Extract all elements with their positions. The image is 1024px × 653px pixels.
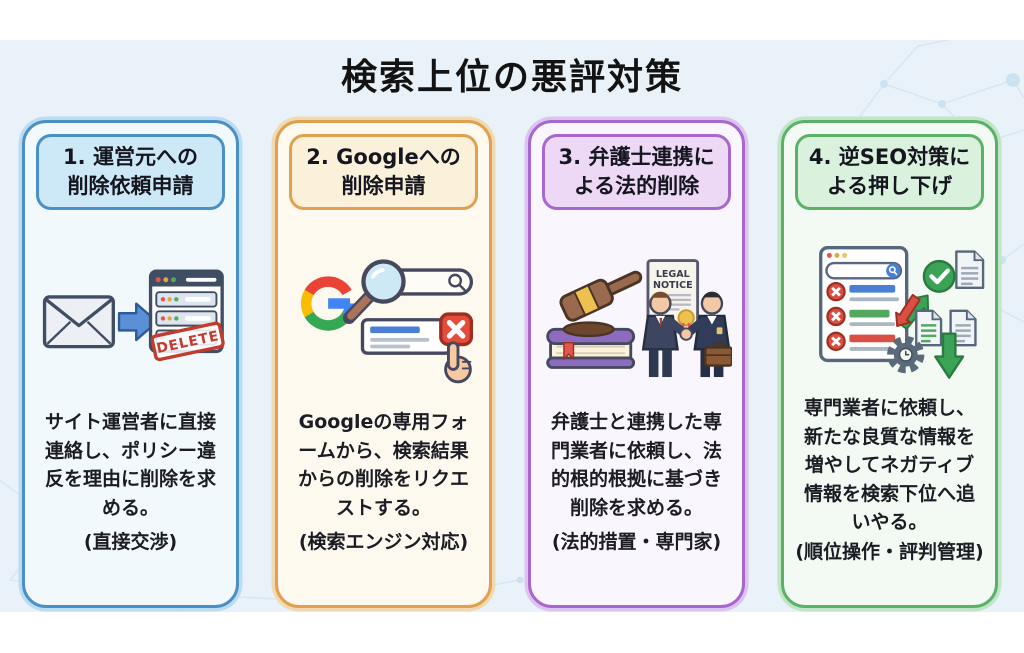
document-green-icon xyxy=(915,309,943,347)
magnifier-icon xyxy=(342,259,406,325)
card-google-removal-request: 2. Googleへの 削除申請 xyxy=(275,120,492,608)
google-search-removal-illustration xyxy=(300,259,474,384)
card-heading-line1: 2. Googleへの xyxy=(306,145,461,170)
card-icon: LEGAL NOTICE xyxy=(541,242,732,394)
card-note: (順位操作・評判管理) xyxy=(795,540,984,563)
red-down-arrow-icon xyxy=(895,293,921,327)
card-heading-line2: 削除申請 xyxy=(341,174,426,198)
lawyer-legal-removal-illustration: LEGAL NOTICE xyxy=(546,259,732,378)
search-results-window-icon xyxy=(819,246,909,363)
email-to-site-delete-illustration: DELETE xyxy=(42,269,225,361)
card-icon xyxy=(288,242,479,394)
card-heading-line1: 3. 弁護士連携に xyxy=(558,145,715,170)
legal-document-line1: LEGAL xyxy=(656,269,690,280)
card-description: サイト運営者に直接連絡し、ポリシー違反を理由に削除を求める。 xyxy=(44,411,216,519)
big-down-arrow-icon xyxy=(934,332,965,379)
search-result-card-icon xyxy=(360,318,453,356)
card-description: 専門業者に依頼し、新たな良質な情報を増やしてネガティブ情報を検索下位へ追いやる。 xyxy=(803,397,975,534)
card-heading: 3. 弁護士連携に よる法的削除 xyxy=(542,134,731,210)
card-description: Googleの専用フォームから、検索結果からの削除をリクエストする。 xyxy=(297,411,469,519)
gavel-icon xyxy=(559,270,643,338)
google-logo-icon xyxy=(300,276,356,331)
arrow-right-icon xyxy=(117,301,159,341)
card-note: (検索エンジン対応) xyxy=(298,531,469,553)
card-site-operator-request: 1. 運営元への 削除依頼申請 xyxy=(22,120,239,608)
main-panel: 検索上位の悪評対策 1. 運営元への 削除依頼申請 xyxy=(0,40,1024,612)
reverse-seo-pushdown-illustration xyxy=(819,246,985,379)
page-title: 検索上位の悪評対策 xyxy=(340,57,683,98)
card-heading: 1. 運営元への 削除依頼申請 xyxy=(36,134,225,210)
legal-document-line2: NOTICE xyxy=(653,280,693,291)
briefcase-icon xyxy=(704,342,732,367)
envelope-icon xyxy=(42,294,115,348)
card-note: (法的措置・専門家) xyxy=(551,531,722,553)
remove-x-button-icon xyxy=(439,312,474,347)
check-circle-icon xyxy=(922,259,956,293)
card-heading-line2: 削除依頼申請 xyxy=(67,174,194,198)
document-icon xyxy=(955,250,985,290)
card-lawyer-legal-removal: 3. 弁護士連携に よる法的削除 LEGAL NOTICE xyxy=(528,120,745,608)
card-heading-line2: よる押し下げ xyxy=(826,174,953,198)
card-icon: DELETE xyxy=(35,242,226,394)
card-heading-line2: よる法的削除 xyxy=(573,174,700,198)
hand-cursor-icon xyxy=(444,341,472,384)
card-icon xyxy=(794,242,985,380)
card-heading-line1: 4. 逆SEO対策に xyxy=(808,145,971,170)
cards-row: 1. 運営元への 削除依頼申請 xyxy=(22,120,998,608)
card-heading-line1: 1. 運営元への xyxy=(63,145,198,170)
card-heading: 4. 逆SEO対策に よる押し下げ xyxy=(795,134,984,210)
document-icon xyxy=(949,309,977,347)
card-reverse-seo-pushdown: 4. 逆SEO対策に よる押し下げ xyxy=(781,120,998,608)
card-heading: 2. Googleへの 削除申請 xyxy=(289,134,478,210)
card-note: (直接交渉) xyxy=(83,531,178,553)
card-description: 弁護士と連携した専門業者に依頼し、法的根的根拠に基づき削除を求める。 xyxy=(550,411,722,519)
